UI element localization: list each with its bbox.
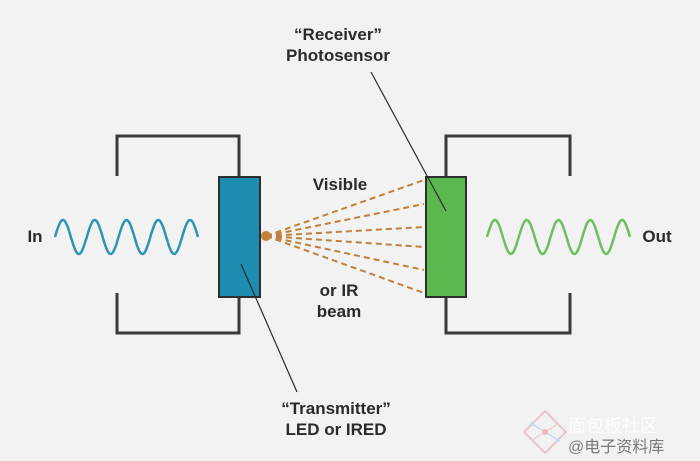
transmitter-label-line1: “Transmitter” — [281, 399, 391, 418]
receiver-circuit-frame — [444, 134, 572, 335]
output-label: Out — [642, 227, 672, 246]
beam-label-visible: Visible — [312, 175, 368, 194]
transmitter-label-line2: LED or IRED — [285, 420, 387, 439]
watermark-line2: @电子资料库 — [568, 439, 665, 456]
beam-label-beam: beam — [316, 302, 362, 321]
receiver-label-line1: “Receiver” — [294, 25, 382, 44]
receiver-leader-line — [370, 71, 447, 212]
beam-label-or-ir: or IR — [319, 281, 359, 300]
beam-ray — [265, 235, 425, 271]
watermark-line1: 面包板社区 — [568, 416, 658, 436]
transmitter-leader-line — [240, 263, 298, 393]
beam-rays — [265, 179, 425, 294]
diamond-network-logo-icon — [522, 409, 568, 455]
input-signal-wave — [53, 218, 200, 256]
beam-emitter-dot — [261, 231, 271, 241]
beam-ray — [265, 235, 425, 248]
receiver-photosensor — [425, 176, 467, 298]
beam-ray — [265, 179, 425, 237]
transmitter-led — [218, 176, 261, 298]
output-signal-wave — [485, 218, 632, 256]
beam-ray — [265, 203, 425, 237]
receiver-label-line2: Photosensor — [286, 46, 390, 65]
input-label: In — [27, 227, 43, 246]
beam-ray — [265, 226, 425, 237]
beam-ray — [265, 235, 425, 294]
transmitter-circuit-frame — [115, 134, 241, 335]
